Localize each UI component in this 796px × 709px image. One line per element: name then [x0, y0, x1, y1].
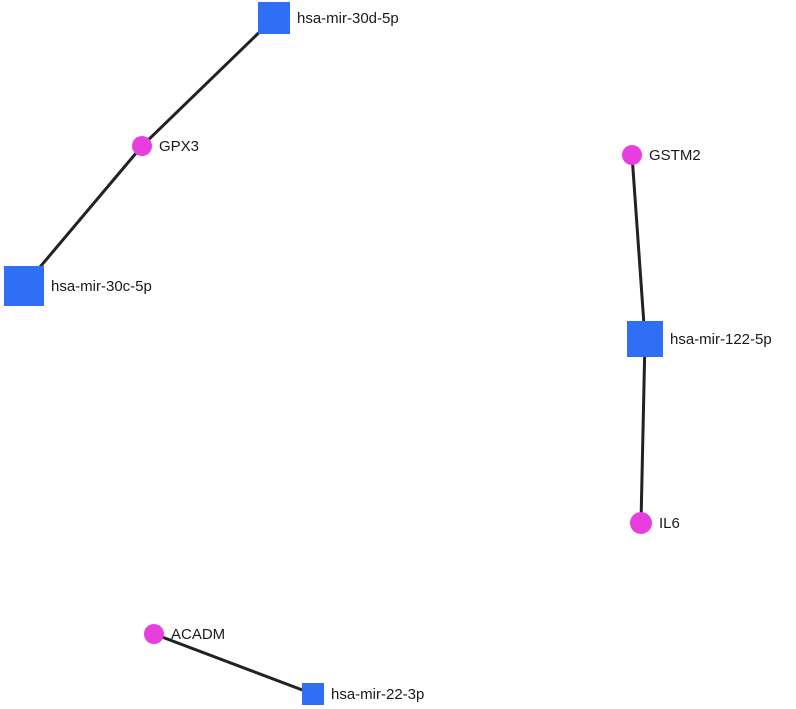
edge-gpx3-mir30c — [22, 144, 144, 288]
gene-circle-node[interactable] — [144, 624, 164, 644]
edge-gstm2-mir122 — [630, 153, 647, 341]
mirna-square-node[interactable] — [302, 683, 324, 705]
edge-mir30d-gpx3 — [140, 16, 276, 148]
node-label: hsa-mir-122-5p — [670, 331, 772, 348]
gene-circle-node[interactable] — [630, 512, 652, 534]
node-mir22[interactable]: hsa-mir-22-3p — [302, 683, 424, 705]
gene-circle-node[interactable] — [622, 145, 642, 165]
node-gstm2[interactable]: GSTM2 — [622, 145, 701, 165]
node-mir30c[interactable]: hsa-mir-30c-5p — [4, 266, 152, 306]
node-label: IL6 — [659, 515, 680, 532]
node-gpx3[interactable]: GPX3 — [132, 136, 199, 156]
edge-mir122-il6 — [639, 337, 647, 525]
node-label: ACADM — [171, 626, 225, 643]
node-mir30d[interactable]: hsa-mir-30d-5p — [258, 2, 399, 34]
edges-layer — [22, 16, 647, 696]
gene-circle-node[interactable] — [132, 136, 152, 156]
edge-acadm-mir22 — [152, 632, 315, 696]
node-label: GPX3 — [159, 138, 199, 155]
node-acadm[interactable]: ACADM — [144, 624, 225, 644]
node-label: GSTM2 — [649, 147, 701, 164]
mirna-square-node[interactable] — [627, 321, 663, 357]
mirna-square-node[interactable] — [258, 2, 290, 34]
node-il6[interactable]: IL6 — [630, 512, 680, 534]
node-label: hsa-mir-22-3p — [331, 686, 424, 703]
node-mir122[interactable]: hsa-mir-122-5p — [627, 321, 772, 357]
node-label: hsa-mir-30d-5p — [297, 10, 399, 27]
node-label: hsa-mir-30c-5p — [51, 278, 152, 295]
mirna-square-node[interactable] — [4, 266, 44, 306]
